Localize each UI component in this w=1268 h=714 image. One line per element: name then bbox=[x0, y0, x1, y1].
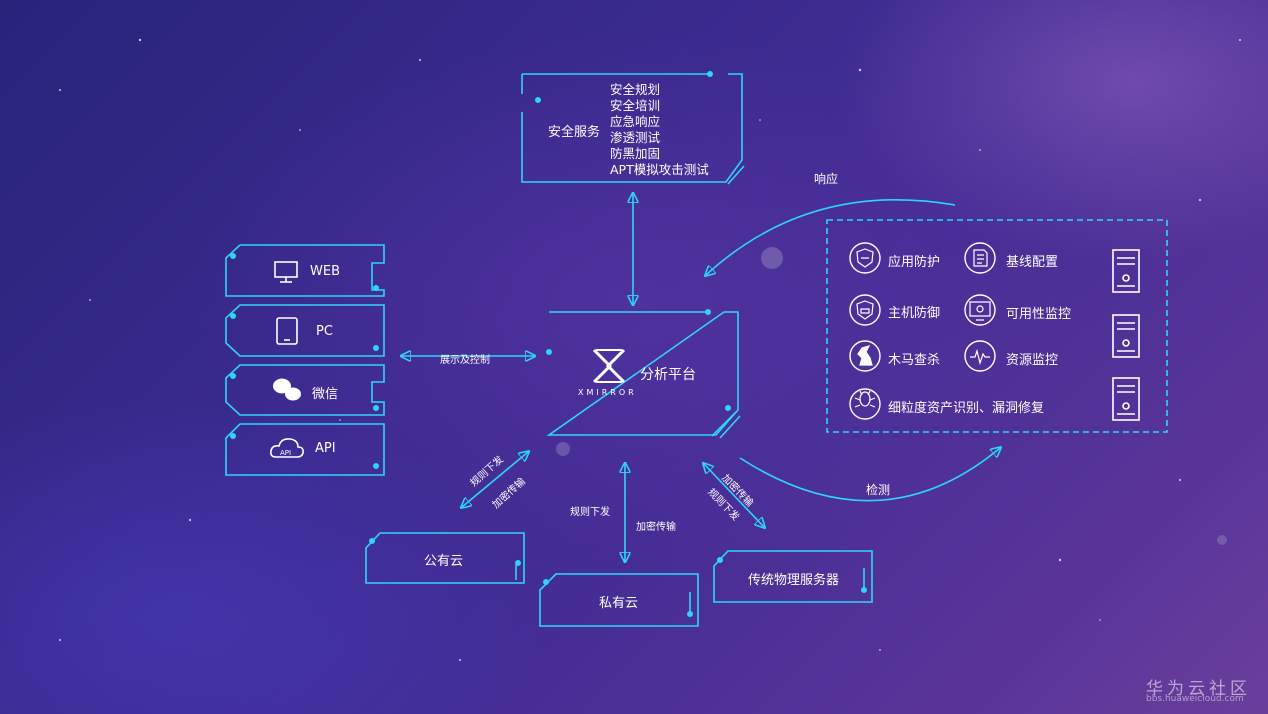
feature-asset-vuln: 细粒度资产识别、漏洞修复 bbox=[888, 401, 1045, 416]
feature-baseline-config: 基线配置 bbox=[1006, 255, 1059, 270]
security-service-frame bbox=[521, 73, 743, 183]
edge-center-public bbox=[462, 452, 528, 507]
trojan-horse-icon bbox=[857, 345, 873, 366]
client-frame-web bbox=[225, 244, 385, 297]
cloud-api-icon bbox=[270, 438, 304, 458]
planet-1 bbox=[761, 247, 783, 269]
client-label-api: API bbox=[315, 441, 336, 456]
edge-label-encrypt-private: 加密传输 bbox=[636, 522, 676, 533]
server-icon-3 bbox=[1112, 377, 1140, 421]
client-label-pc: PC bbox=[316, 324, 333, 339]
feature-trojan-removal: 木马查杀 bbox=[888, 353, 941, 368]
watermark-title: 华为云社区 bbox=[1146, 679, 1251, 699]
bug-icon bbox=[854, 390, 876, 408]
feature-host-defense: 主机防御 bbox=[888, 306, 941, 321]
client-label-wechat: 微信 bbox=[312, 387, 339, 402]
pulse-icon bbox=[970, 348, 990, 366]
feature-app-protection: 应用防护 bbox=[888, 255, 941, 270]
security-service-label: 安全服务 bbox=[548, 125, 601, 140]
edge-response bbox=[706, 199, 956, 275]
client-frame-api bbox=[225, 423, 385, 476]
service-item: APT模拟攻击测试 bbox=[610, 162, 709, 177]
edge-label-rule-private: 规则下发 bbox=[570, 507, 610, 518]
public-cloud-frame bbox=[365, 532, 525, 584]
private-cloud-frame bbox=[539, 573, 699, 627]
edge-label-detect: 检测 bbox=[866, 483, 891, 497]
feature-resource-monitor: 资源监控 bbox=[1006, 353, 1059, 368]
planet-3 bbox=[1217, 535, 1227, 545]
service-item: 防黑加固 bbox=[610, 146, 661, 161]
center-label: 分析平台 bbox=[640, 367, 696, 383]
planet-2 bbox=[556, 442, 570, 456]
server-icon-1 bbox=[1112, 249, 1140, 293]
cloud-api-icon-label: API bbox=[280, 449, 291, 457]
watermark-url: bbs.huaweicloud.com bbox=[1146, 694, 1244, 704]
service-item: 安全培训 bbox=[610, 98, 661, 113]
wechat-icon bbox=[273, 378, 301, 401]
service-item: 渗透测试 bbox=[610, 130, 661, 145]
xmirror-logo-icon bbox=[592, 348, 626, 384]
server-icon-2 bbox=[1112, 314, 1140, 358]
service-item: 安全规划 bbox=[610, 82, 661, 97]
tablet-icon bbox=[276, 317, 298, 345]
physical-server-label: 传统物理服务器 bbox=[748, 573, 840, 588]
client-label-web: WEB bbox=[310, 264, 340, 279]
document-icon bbox=[973, 249, 988, 267]
public-cloud-label: 公有云 bbox=[424, 554, 464, 569]
service-item: 应急响应 bbox=[610, 114, 661, 129]
client-frame-pc bbox=[225, 304, 385, 357]
app-shield-icon bbox=[856, 248, 874, 268]
edge-center-physical bbox=[704, 464, 764, 527]
monitor-gear-icon bbox=[969, 301, 991, 321]
stars bbox=[59, 38, 1241, 661]
feature-availability-monitor: 可用性监控 bbox=[1006, 307, 1072, 322]
monitor-icon bbox=[274, 261, 298, 283]
edge-detect bbox=[739, 448, 1000, 502]
center-logo-text: XMIRROR bbox=[578, 388, 637, 397]
edge-label-display-control: 展示及控制 bbox=[440, 355, 490, 366]
edge-label-response: 响应 bbox=[814, 172, 839, 186]
center-frame bbox=[546, 311, 739, 436]
host-shield-icon bbox=[856, 300, 874, 320]
security-service-list: 安全规划 安全培训 应急响应 渗透测试 防黑加固 APT模拟攻击测试 bbox=[610, 82, 709, 178]
physical-server-frame bbox=[713, 550, 873, 603]
features-box bbox=[826, 219, 1168, 433]
private-cloud-label: 私有云 bbox=[599, 596, 639, 611]
client-frame-wechat bbox=[225, 364, 385, 416]
